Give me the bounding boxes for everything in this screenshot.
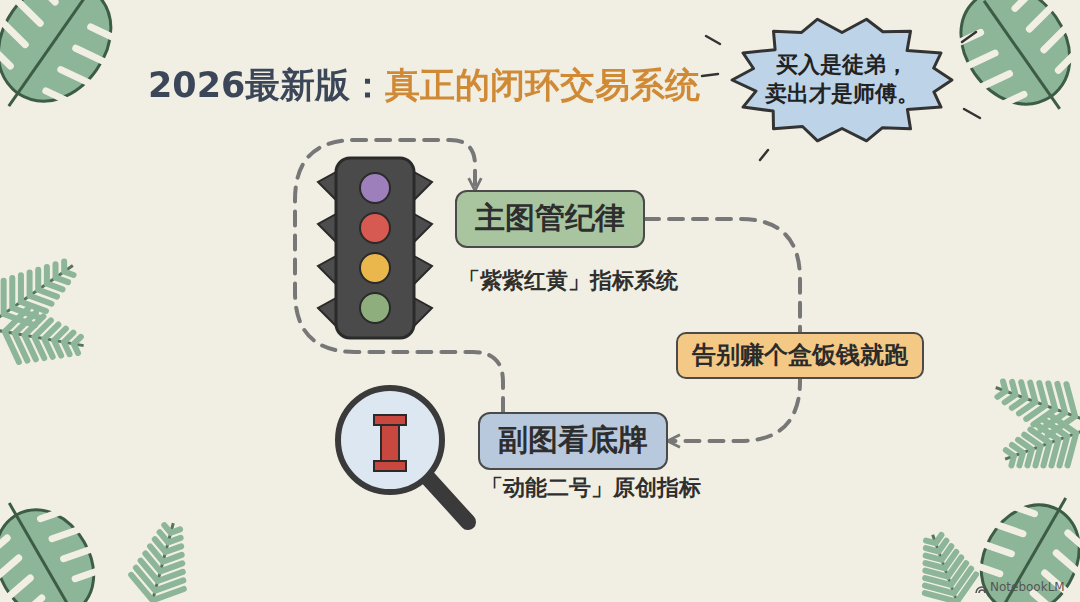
connector-label: 告别赚个盒饭钱就跑 [676, 332, 924, 379]
leaf-rib [984, 1, 1060, 109]
frond-leaflet [997, 381, 1008, 398]
burst-stroke [706, 36, 720, 44]
watermark-icon [976, 587, 988, 593]
leaf-slit [0, 41, 14, 66]
leaf-blade [963, 487, 1080, 602]
burst-stroke [760, 150, 768, 160]
leaf-slit [1053, 553, 1080, 574]
frond-leaflet [1006, 448, 1017, 465]
leaf-slit [993, 518, 1023, 539]
burst-stroke [962, 32, 976, 42]
monstera-leaf [935, 0, 1080, 141]
leaf-slit [1040, 25, 1071, 50]
leaf-slit [981, 538, 1011, 559]
monstera-leaf [0, 0, 137, 139]
palm-frond [996, 404, 1080, 484]
leaf-slit [1004, 498, 1034, 519]
label-box: 副图看底牌 [478, 412, 668, 470]
node-text: 副图看底牌 [498, 420, 648, 461]
bubble-outline [728, 14, 956, 146]
leaf-slit [949, 28, 980, 53]
leaf-slit [1055, 46, 1080, 71]
traffic-light [318, 158, 432, 338]
leaf-slit [964, 48, 995, 73]
leaf-slit [0, 538, 10, 559]
leaf-slit [992, 89, 1023, 114]
monstera-leaf [0, 478, 116, 602]
leaf-slit [52, 523, 82, 544]
subtitle-text: 「紫紫红黄」指标系统 [458, 266, 678, 296]
label-box: 主图管纪律 [455, 190, 645, 248]
frond-leaflet [926, 535, 943, 546]
burst-stroke [964, 109, 980, 118]
frond-leaflet [59, 262, 73, 279]
leaf-slit [41, 503, 71, 524]
frond-leaflet [72, 336, 80, 353]
dashed-connector [645, 219, 800, 441]
palm-frond [0, 303, 88, 372]
leaf-slit [91, 22, 123, 47]
speech-bubble: 买入是徒弟， 卖出才是师傅。 [728, 14, 956, 146]
leaf-rib [9, 0, 87, 106]
leaf-slit [46, 86, 78, 111]
leaf-slit [1026, 4, 1057, 29]
leaf-slit [1065, 533, 1080, 554]
node-text: 买入是徒弟， 卖出才是师傅。 [763, 51, 921, 108]
leaf-slit [15, 598, 45, 602]
leaf-slit [61, 65, 93, 90]
palm-frond [124, 516, 200, 602]
burst-stroke [702, 74, 718, 76]
leaf-blade [940, 0, 1080, 125]
leaf-slit [3, 578, 33, 599]
leaf-rib [9, 503, 70, 602]
leaf-slit [0, 558, 22, 579]
node-text: 主图管纪律 [475, 198, 625, 239]
diagram-title: 2026最新版：真正的闭环交易系统 [148, 62, 700, 109]
leaf-slit [1030, 593, 1060, 602]
frond-leaflet [163, 525, 180, 535]
leaf-slit [978, 69, 1009, 94]
bubble-shape [732, 19, 952, 141]
leaf-slit [26, 0, 58, 2]
leaf-slit [75, 563, 105, 584]
leaf-slit [1012, 0, 1043, 8]
leaf-slit [76, 43, 108, 68]
palm-frond [907, 525, 986, 602]
magnifier [338, 388, 468, 522]
leaf-blade [0, 0, 132, 123]
watermark: NotebookLM [990, 580, 1065, 594]
subtitle-text: 「动能二号」原创指标 [481, 473, 701, 503]
leaf-slit [11, 0, 43, 23]
leaf-blade [0, 492, 112, 602]
leaf-slit [64, 543, 94, 564]
monstera-leaf [959, 473, 1080, 602]
leaf-slit [0, 19, 29, 44]
